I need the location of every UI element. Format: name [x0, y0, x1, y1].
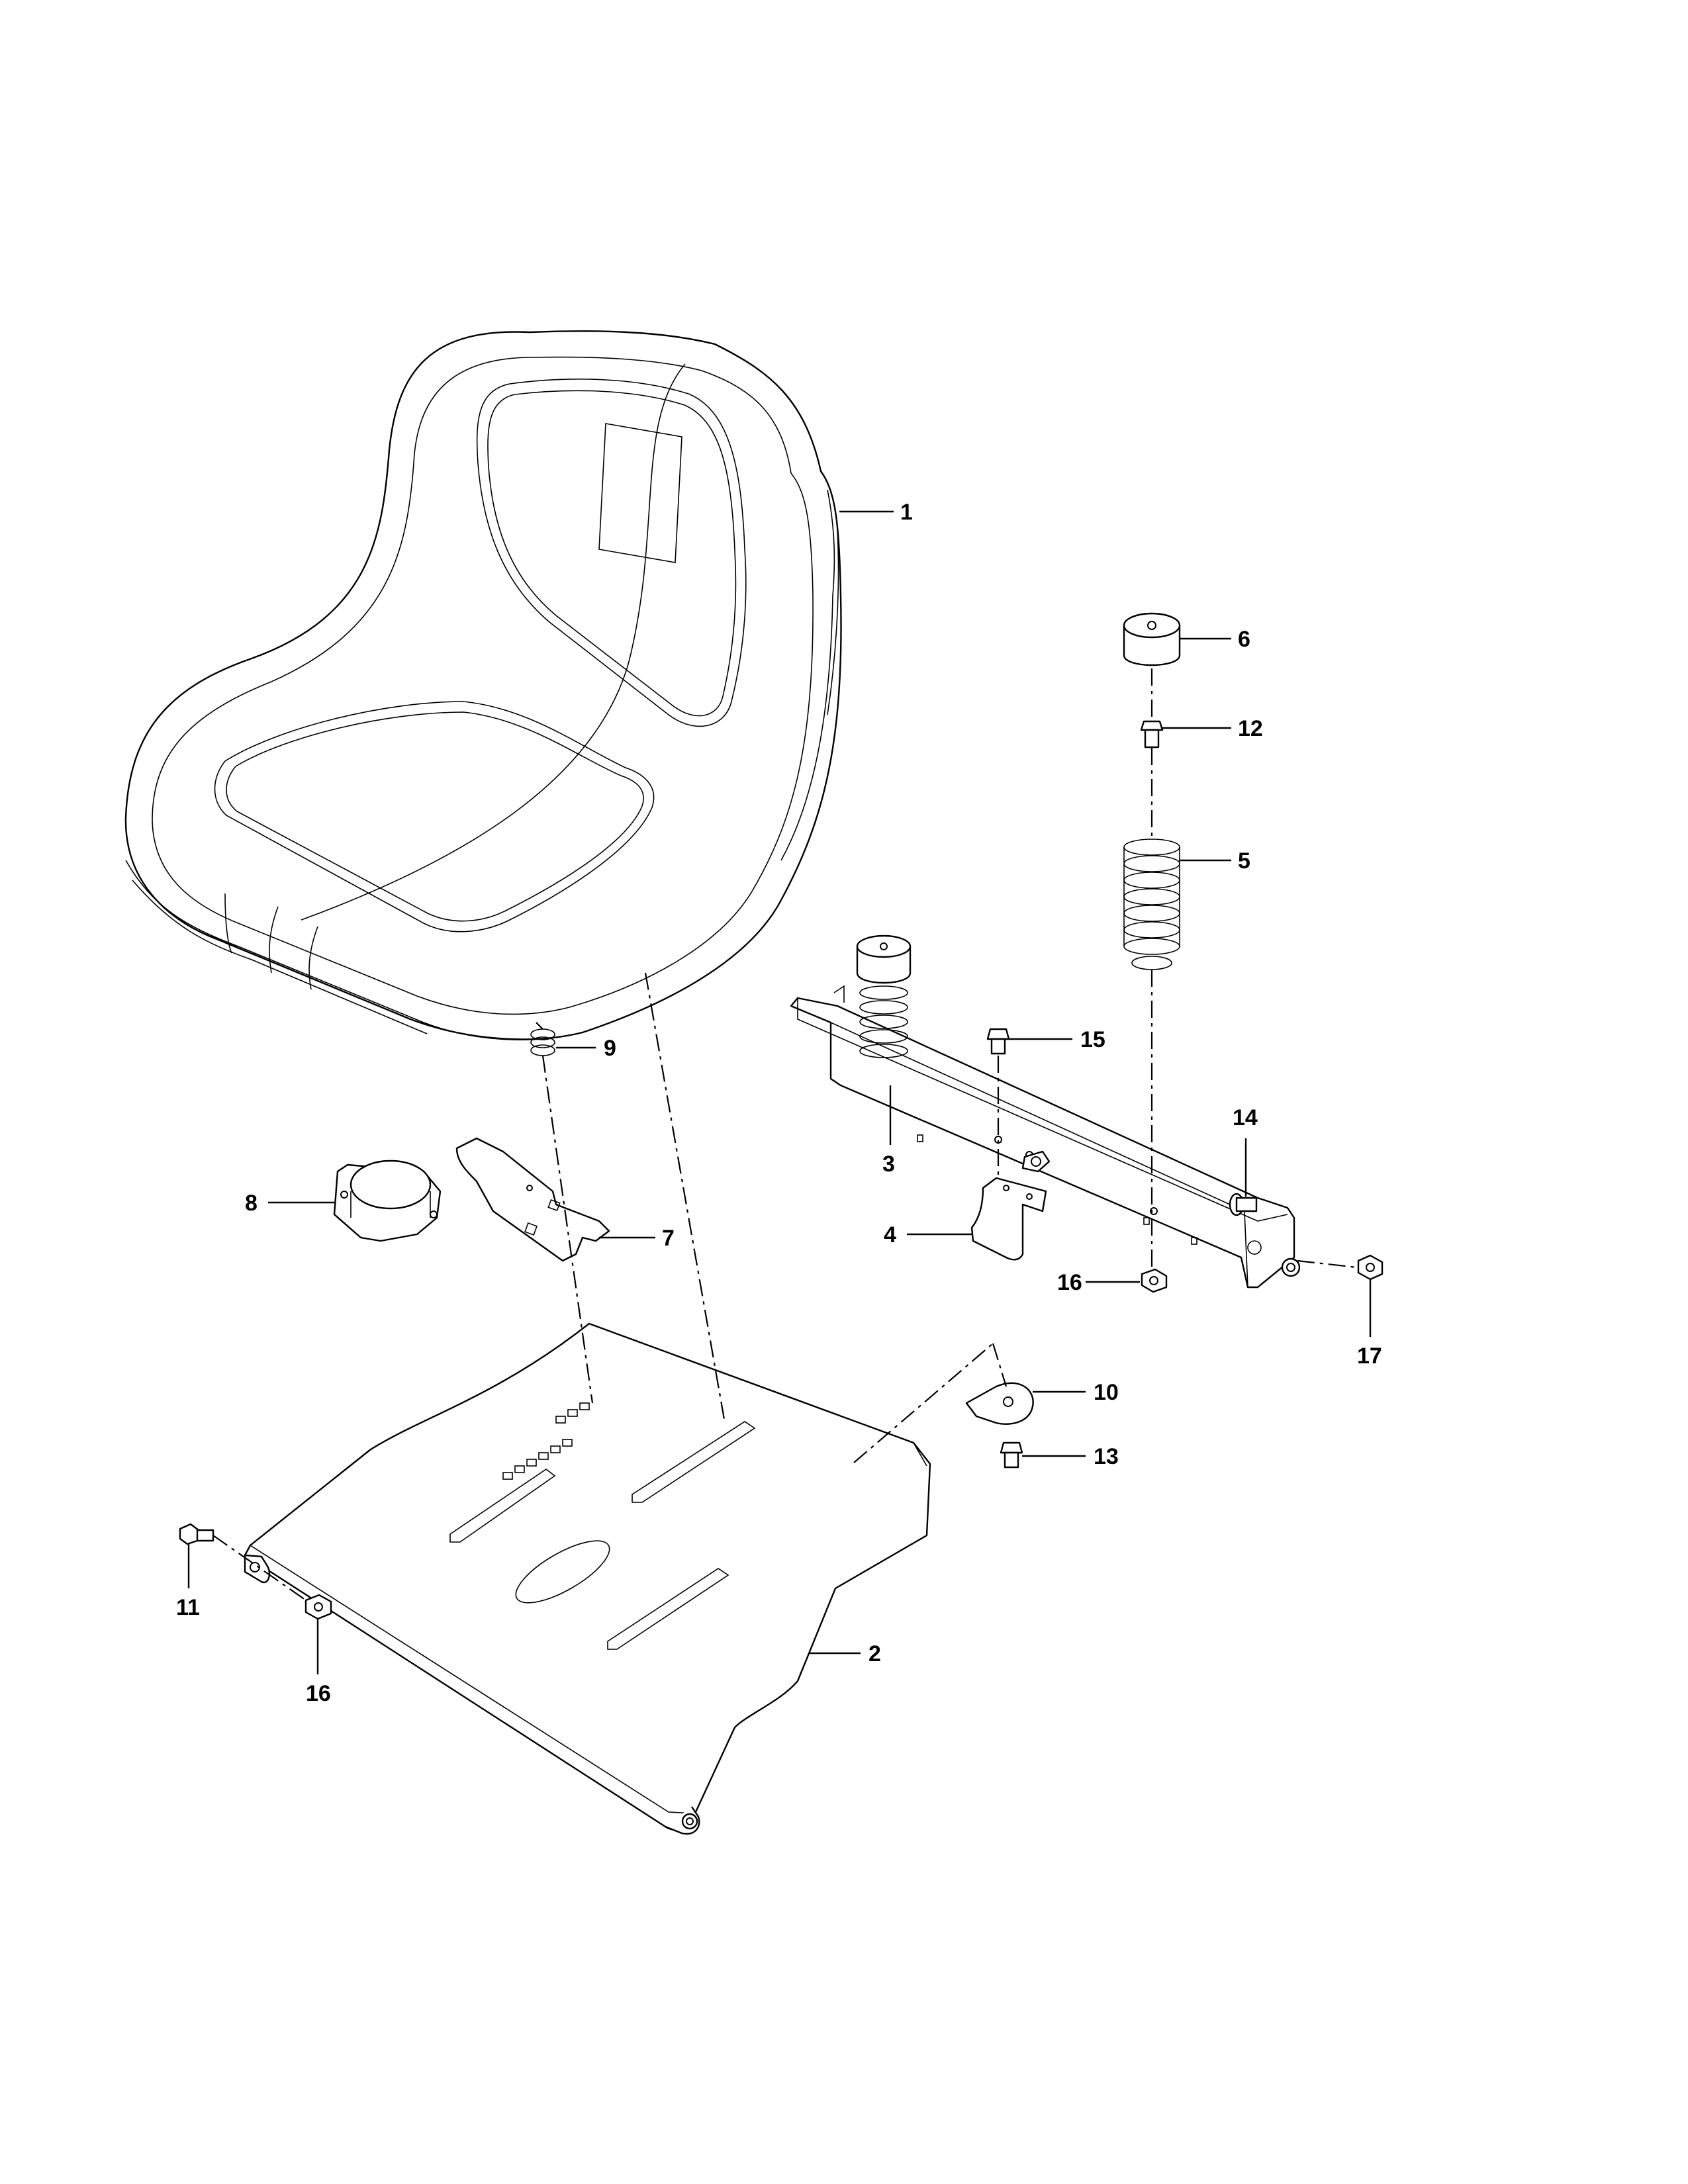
nut-rail	[1021, 1150, 1051, 1173]
callout-16-lower: 16	[306, 1681, 331, 1706]
nut-lower	[305, 1594, 332, 1620]
rubber-bumper	[1123, 612, 1181, 666]
callout-4: 4	[884, 1222, 896, 1248]
nut-right	[1357, 1254, 1383, 1281]
callout-15: 15	[1080, 1027, 1105, 1052]
callout-3: 3	[882, 1152, 895, 1177]
cam-lever	[965, 1382, 1034, 1425]
callout-17: 17	[1357, 1343, 1382, 1369]
installed-spring-bumper	[856, 934, 912, 1058]
callout-12: 12	[1238, 716, 1263, 741]
switch-bracket	[970, 1177, 1047, 1261]
callout-10: 10	[1094, 1380, 1119, 1405]
callout-16-upper: 16	[1057, 1270, 1082, 1295]
callout-8: 8	[245, 1191, 258, 1216]
spring	[1123, 839, 1180, 970]
callout-7: 7	[662, 1226, 675, 1251]
seat	[124, 330, 842, 1040]
bolt-bumper	[1140, 720, 1164, 749]
callout-11: 11	[176, 1595, 200, 1620]
nut-upper	[1141, 1268, 1168, 1293]
callout-13: 13	[1094, 1444, 1119, 1469]
callout-6: 6	[1238, 627, 1250, 652]
callout-1: 1	[900, 500, 913, 525]
callout-9: 9	[604, 1036, 616, 1061]
callout-2: 2	[868, 1641, 881, 1666]
bolt-left	[179, 1523, 214, 1545]
seat-pan	[244, 1322, 931, 1835]
callout-14: 14	[1233, 1105, 1258, 1130]
bolt-bracket	[986, 1028, 1010, 1055]
switch-plate	[455, 1137, 610, 1262]
callout-5: 5	[1238, 848, 1250, 874]
assembly-lines	[212, 668, 1358, 1602]
seat-switch	[333, 1160, 442, 1242]
pivot-pin	[1229, 1193, 1258, 1216]
bolt-cam	[1000, 1441, 1023, 1469]
